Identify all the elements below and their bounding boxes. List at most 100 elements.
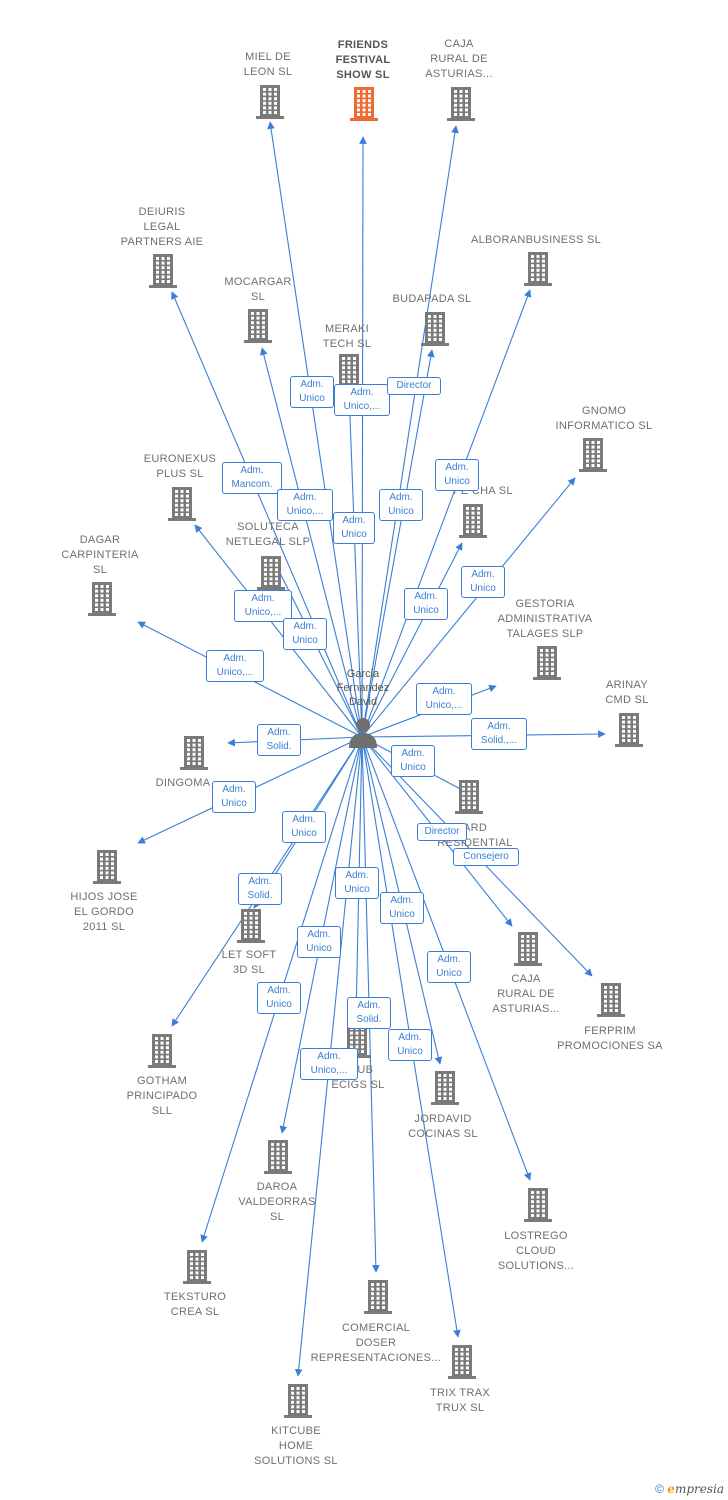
company-label: ALBORANBUSINESS SL <box>470 234 602 246</box>
link-mocargar <box>259 347 363 738</box>
role-badge-alboran[interactable]: Adm. Unico <box>435 459 479 491</box>
company-label: HIJOS JOSE EL GORDO 2011 SL <box>70 891 138 933</box>
company-label: PE CHA SL <box>453 485 513 497</box>
company-node-caja2[interactable]: CAJA RURAL DE ASTURIAS... <box>456 972 596 1017</box>
building-icon <box>579 438 607 472</box>
role-badge-caja2[interactable]: Director <box>417 823 467 841</box>
link-caja1 <box>361 125 459 738</box>
role-badge-arinay[interactable]: Adm. Solid.,... <box>471 718 527 750</box>
company-node-lostrego[interactable]: LOSTREGO CLOUD SOLUTIONS... <box>466 1229 606 1274</box>
building-icon <box>350 87 378 121</box>
role-badge-mocargar[interactable]: Adm. Unico,... <box>277 489 333 521</box>
role-badge-euronexus[interactable]: Adm. Unico,... <box>234 590 292 622</box>
role-badge-ferprim[interactable]: Consejero <box>453 848 519 866</box>
link-gnomo <box>361 477 576 738</box>
building-icon <box>257 556 285 590</box>
company-node-teksturo[interactable]: TEKSTURO CREA SL <box>125 1290 265 1320</box>
company-label: GOTHAM PRINCIPADO SLL <box>126 1075 198 1117</box>
company-node-gnomo[interactable]: GNOMO INFORMATICO SL <box>534 404 674 434</box>
role-badge-budapada[interactable]: Adm. Unico <box>379 489 423 521</box>
company-node-arinay[interactable]: ARINAY CMD SL <box>557 678 697 708</box>
company-node-comercial[interactable]: COMERCIAL DOSER REPRESENTACIONES... <box>306 1321 446 1366</box>
link-meraki <box>345 389 363 738</box>
company-node-ferprim[interactable]: FERPRIM PROMOCIONES SA <box>540 1024 680 1054</box>
role-badge-gnomo[interactable]: Adm. Unico <box>461 566 505 598</box>
link-friends <box>359 136 367 738</box>
company-label: SOLUTECA NETLEGAL SLP <box>225 521 311 548</box>
role-badge-letsoft[interactable]: Adm. Solid. <box>238 873 282 905</box>
company-label: GNOMO INFORMATICO SL <box>555 405 653 432</box>
building-icon <box>524 1188 552 1222</box>
company-label: DAROA VALDEORRAS SL <box>238 1181 316 1223</box>
company-node-dagar[interactable]: DAGAR CARPINTERIA SL <box>30 533 170 578</box>
building-icon <box>88 582 116 616</box>
company-label: TRIX TRAX TRUX SL <box>430 1387 490 1414</box>
footer: © empresia <box>655 1482 724 1496</box>
person-name: Garcia Fernandez David <box>336 668 390 708</box>
role-badge-ard[interactable]: Adm. Unico <box>391 745 435 777</box>
company-node-budapada[interactable]: BUDAPADA SL <box>362 292 502 307</box>
company-label: BUDAPADA SL <box>392 293 472 305</box>
company-node-alboran[interactable]: ALBORANBUSINESS SL <box>466 233 606 248</box>
role-badge-kitcube[interactable]: Adm. Unico,... <box>300 1048 358 1080</box>
company-node-caja1[interactable]: CAJA RURAL DE ASTURIAS... <box>389 37 529 82</box>
role-badge-miel[interactable]: Adm. Unico <box>290 376 334 408</box>
link-euronexus <box>194 524 363 738</box>
company-label: DAGAR CARPINTERIA SL <box>61 534 139 576</box>
company-node-dingoma[interactable]: DINGOMA <box>113 776 253 791</box>
role-badge-teksturo[interactable]: Adm. Unico <box>257 982 301 1014</box>
role-badge-club[interactable]: Adm. Unico <box>335 867 379 899</box>
role-badge-gestoria[interactable]: Adm. Unico,... <box>416 683 472 715</box>
company-label: DEIURIS LEGAL PARTNERS AIE <box>120 206 204 248</box>
building-icon <box>597 983 625 1017</box>
brand-logo[interactable]: empresia <box>667 1482 724 1496</box>
company-node-euronexus[interactable]: EURONEXUS PLUS SL <box>110 452 250 482</box>
company-node-gestoria[interactable]: GESTORIA ADMINISTRATIVA TALAGES SLP <box>475 597 615 642</box>
company-label: FRIENDS FESTIVAL SHOW SL <box>335 39 391 81</box>
role-badge-soluteca[interactable]: Adm. Unico <box>283 618 327 650</box>
role-badge-dingoma[interactable]: Adm. Solid. <box>257 724 301 756</box>
role-badge-hijos[interactable]: Adm. Unico <box>212 781 256 813</box>
building-icon <box>514 932 542 966</box>
link-pecha <box>361 542 463 738</box>
role-badge-daroa[interactable]: Adm. Unico <box>297 926 341 958</box>
role-badge-pecha[interactable]: Adm. Unico <box>404 588 448 620</box>
company-node-trix[interactable]: TRIX TRAX TRUX SL <box>390 1386 530 1416</box>
company-label: CAJA RURAL DE ASTURIAS... <box>425 38 493 80</box>
company-node-gotham[interactable]: GOTHAM PRINCIPADO SLL <box>92 1074 232 1119</box>
person-node[interactable]: Garcia Fernandez David <box>313 667 413 749</box>
company-label: KITCUBE HOME SOLUTIONS SL <box>254 1425 338 1467</box>
role-badge-deiuris[interactable]: Adm. Mancom. <box>222 462 282 494</box>
role-badge-meraki[interactable]: Adm. Unico <box>333 512 375 544</box>
role-badge-lostrego[interactable]: Adm. Unico <box>427 951 471 983</box>
company-label: EURONEXUS PLUS SL <box>143 453 217 480</box>
company-node-miel[interactable]: MIEL DE LEON SL <box>198 50 338 80</box>
company-label: FERPRIM PROMOCIONES SA <box>557 1025 663 1052</box>
company-label: CAJA RURAL DE ASTURIAS... <box>492 973 560 1015</box>
building-icon <box>459 504 487 538</box>
company-label: MERAKI TECH SL <box>322 323 372 350</box>
company-node-kitcube[interactable]: KITCUBE HOME SOLUTIONS SL <box>226 1424 366 1469</box>
company-node-mocargar[interactable]: MOCARGAR SL <box>188 275 328 305</box>
role-badge-gotham[interactable]: Adm. Unico <box>282 811 326 843</box>
building-icon <box>284 1384 312 1418</box>
role-badge-friends[interactable]: Adm. Unico,... <box>334 384 390 416</box>
company-node-soluteca[interactable]: SOLUTECA NETLEGAL SLP <box>198 520 338 550</box>
company-node-daroa[interactable]: DAROA VALDEORRAS SL <box>207 1180 347 1225</box>
company-node-jordavid[interactable]: JORDAVID COCINAS SL <box>373 1112 513 1142</box>
company-label: JORDAVID COCINAS SL <box>408 1113 478 1140</box>
company-node-deiuris[interactable]: DEIURIS LEGAL PARTNERS AIE <box>92 205 232 250</box>
company-node-pecha[interactable]: PE CHA SL <box>413 484 553 499</box>
role-badge-comercial[interactable]: Adm. Solid. <box>347 997 391 1029</box>
building-icon <box>256 85 284 119</box>
company-label: GESTORIA ADMINISTRATIVA TALAGES SLP <box>497 598 593 640</box>
company-node-friends[interactable]: FRIENDS FESTIVAL SHOW SL <box>293 38 433 83</box>
company-node-hijos[interactable]: HIJOS JOSE EL GORDO 2011 SL <box>34 890 174 935</box>
role-badge-dagar[interactable]: Adm. Unico,... <box>206 650 264 682</box>
role-badge-jordavid[interactable]: Adm. Unico <box>380 892 424 924</box>
company-node-letsoft[interactable]: LET SOFT 3D SL <box>179 948 319 978</box>
link-budapada <box>361 349 435 738</box>
company-node-meraki[interactable]: MERAKI TECH SL <box>277 322 417 352</box>
role-badge-trix[interactable]: Adm. Unico <box>388 1029 432 1061</box>
role-badge-caja1[interactable]: Director <box>387 377 441 395</box>
